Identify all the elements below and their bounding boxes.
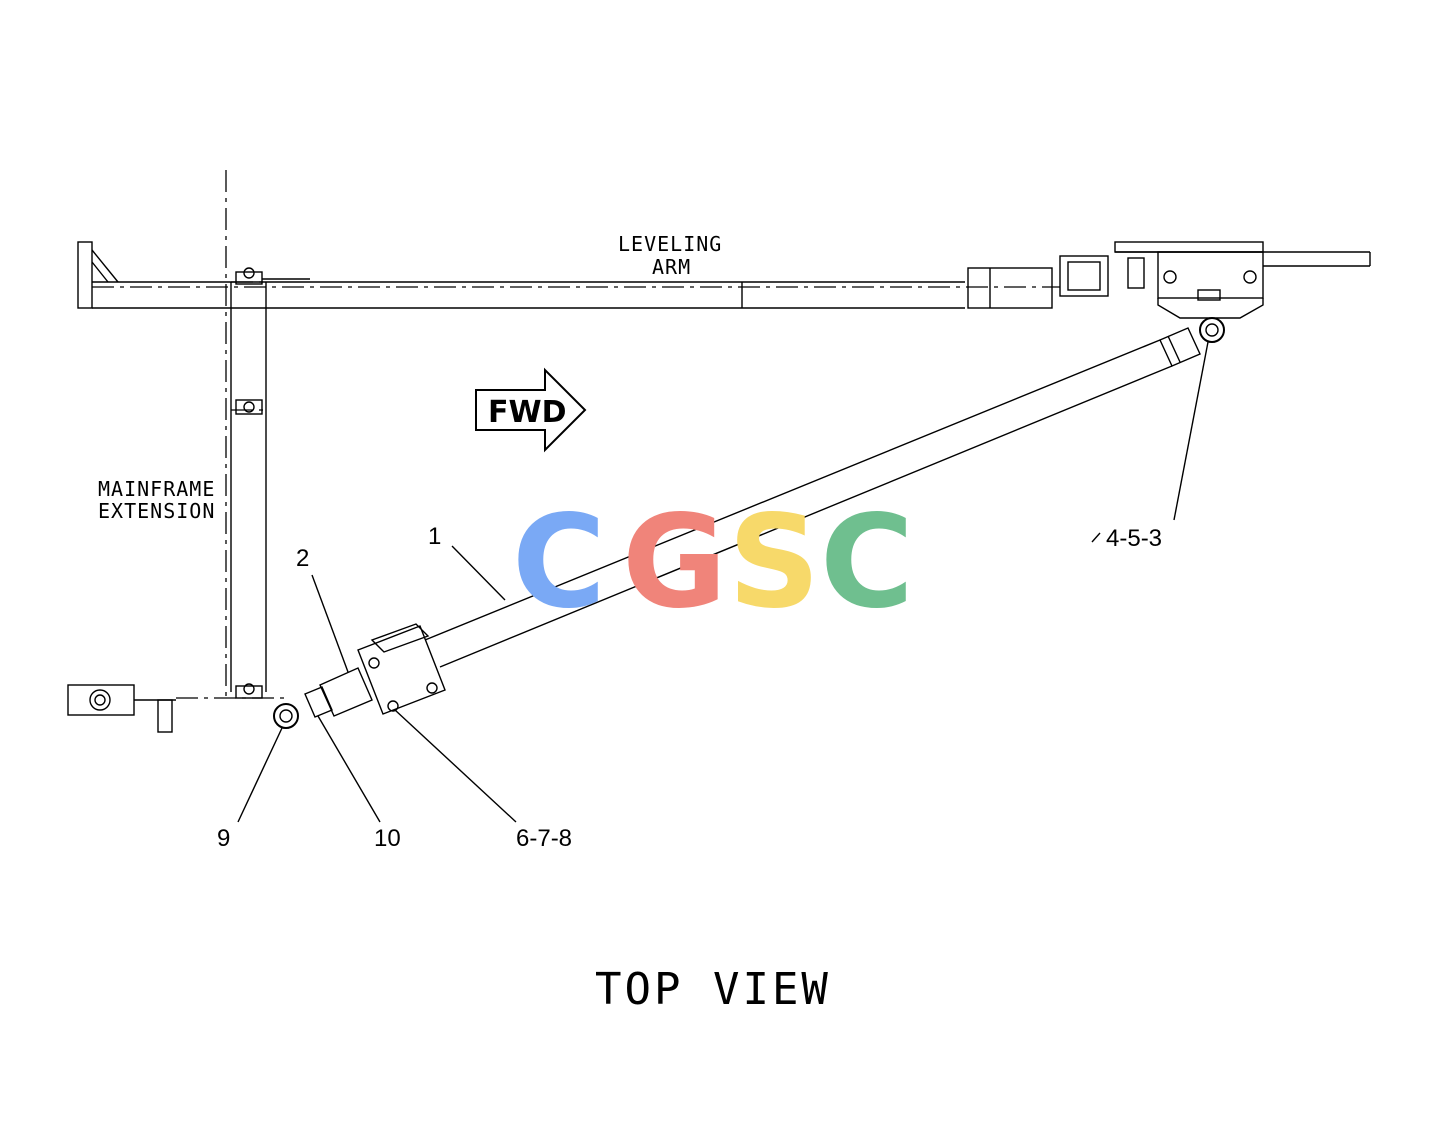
leveling-arm-label-line1: LEVELING (618, 232, 722, 256)
callout-10-label: 10 (374, 825, 401, 852)
watermark-letter: C (820, 488, 914, 637)
callout-2: 2 (296, 545, 349, 673)
callout-9-label: 9 (217, 825, 230, 852)
watermark-letter: C (512, 488, 606, 637)
callout-4-5-3-label: 4-5-3 (1106, 525, 1162, 552)
callout-1-label: 1 (428, 523, 441, 550)
callout-6-7-8: 6-7-8 (394, 709, 572, 852)
leveling-arm-label-line2: ARM (652, 255, 691, 279)
callout-4-5-3: 4-5-3 (1091, 341, 1209, 552)
leveling-arm (77, 241, 1371, 319)
view-title: TOP VIEW (595, 964, 831, 1015)
callout-10: 10 (317, 715, 401, 852)
callout-6-7-8-label: 6-7-8 (516, 825, 572, 852)
watermark-letter: S (728, 488, 820, 637)
mainframe-label-line2: EXTENSION (98, 499, 215, 523)
mainframe-extension (67, 170, 310, 733)
callout-1: 1 (428, 523, 506, 601)
mainframe-label-line1: MAINFRAME (98, 477, 215, 501)
forward-arrow: FWD (475, 367, 587, 453)
callout-2-label: 2 (296, 545, 309, 572)
watermark-letter: G (622, 488, 727, 637)
leveling-cylinder (273, 317, 1225, 729)
callout-9: 9 (217, 727, 283, 852)
fwd-label: FWD (488, 395, 567, 430)
